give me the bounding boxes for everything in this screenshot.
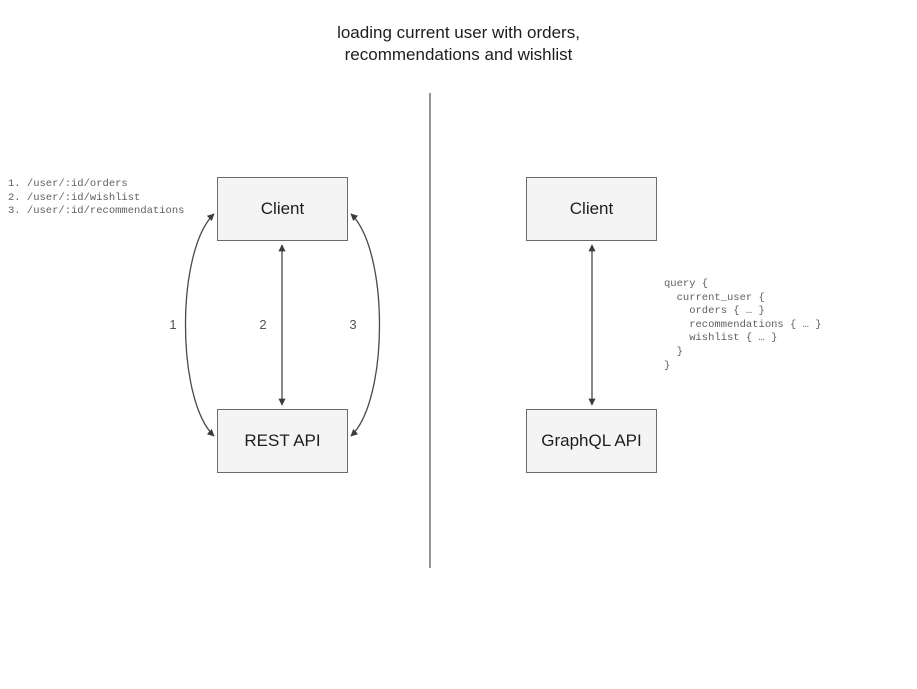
edge-rest-1 bbox=[184, 213, 215, 437]
rest-endpoints-list: 1. /user/:id/orders 2. /user/:id/wishlis… bbox=[8, 178, 185, 218]
edge-rest-3 bbox=[350, 213, 381, 437]
node-rest-api[interactable]: REST API bbox=[217, 409, 348, 473]
node-client-graphql[interactable]: Client bbox=[526, 177, 657, 241]
edge-label-2: 2 bbox=[259, 317, 267, 332]
node-client-rest[interactable]: Client bbox=[217, 177, 348, 241]
edge-label-3: 3 bbox=[349, 317, 357, 332]
node-graphql-api[interactable]: GraphQL API bbox=[526, 409, 657, 473]
graphql-query-snippet: query { current_user { orders { … } reco… bbox=[664, 278, 822, 372]
edge-label-1: 1 bbox=[169, 317, 177, 332]
diagram-title: loading current user with orders, recomm… bbox=[337, 23, 580, 64]
